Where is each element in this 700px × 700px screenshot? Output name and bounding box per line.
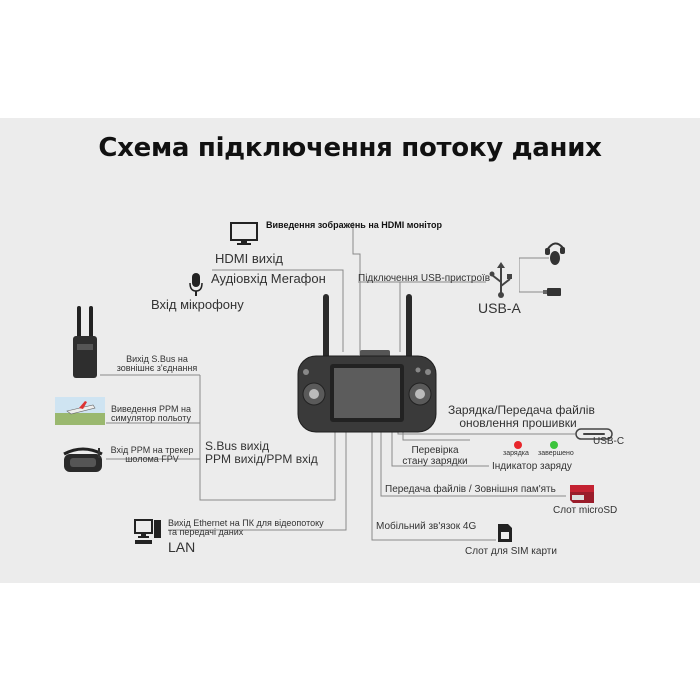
ppm-in-line2: шолома FPV: [125, 454, 179, 465]
sbus-out-label: Вихід S.Bus на зовнішнє з'єднання: [112, 354, 202, 374]
mic-in-label: Вхід мікрофону: [151, 297, 244, 312]
sbus-ports-line1: S.Bus вихід: [205, 439, 270, 453]
usb-peripherals: [519, 242, 565, 296]
ethernet-line2: та передачі даних: [168, 527, 244, 538]
remote-controller-icon: [297, 294, 437, 433]
hdmi-out-label: HDMI вихід: [215, 251, 283, 266]
flight-simulator-icon: [55, 397, 105, 425]
charge-line1: Зарядка/Передача файлів: [448, 403, 595, 417]
ppm-in-label: Вхід PPM на трекер шолома FPV: [104, 445, 200, 465]
audio-in-label: Аудіовхід Мегафон: [211, 271, 326, 286]
usb-devices-label: Підключення USB-пристроїв: [358, 273, 491, 284]
sbus-out-line2: зовнішнє з'єднання: [116, 363, 198, 374]
charge-line2: оновлення прошивки: [459, 415, 577, 430]
usb-c-port-icon: [575, 428, 613, 440]
charge-leds: [514, 441, 558, 449]
fpv-goggles-icon: [63, 447, 103, 472]
connector-lines: [100, 222, 575, 541]
usb-a-label: USB-A: [478, 300, 521, 316]
file-transfer-label: Передача файлів / Зовнішня пам'ять: [385, 484, 556, 495]
ppm-out-line1: Виведення PPM на: [110, 404, 192, 414]
mouse-icon: [550, 251, 560, 265]
radio-module-icon: [73, 306, 97, 378]
charged-led-icon: [550, 441, 558, 449]
sbus-ports-label: S.Bus вихід PPM вихід/PPM вхід: [205, 440, 318, 465]
ethernet-label: Вихід Ethernet на ПК для відеопотоку та …: [168, 518, 324, 538]
sim-slot-label: Слот для SIM карти: [465, 546, 557, 557]
charge-indicator-label: Індикатор заряду: [492, 461, 572, 472]
microsd-card-icon: [570, 485, 594, 503]
page-title: Схема підключення потоку даних: [98, 133, 602, 163]
sim-card-icon: [498, 524, 512, 542]
headset-icon: [545, 242, 565, 255]
mobile-4g-label: Мобільний зв'язок 4G: [376, 521, 477, 532]
computer-icon: [134, 519, 161, 544]
usb-c-label: USB-C: [593, 436, 625, 447]
check-line2: стану зарядки: [402, 455, 468, 467]
ppm-out-line2: симулятор польоту: [111, 413, 191, 424]
charge-check-label: Перевірка стану зарядки: [398, 445, 472, 467]
microsd-slot-label: Слот microSD: [553, 505, 618, 516]
ethernet-line1: Вихід Ethernet на ПК для відеопотоку: [168, 518, 324, 528]
charged-label: завершено: [538, 450, 574, 457]
charging-label: зарядка: [503, 450, 529, 457]
usb-stick-icon: [543, 288, 561, 296]
monitor-icon: [230, 222, 258, 245]
microphone-icon: [189, 273, 203, 296]
hdmi-display-label: Виведення зображень на HDMI монітор: [266, 220, 443, 230]
sbus-ports-line2: PPM вихід/PPM вхід: [205, 451, 318, 466]
diagram-panel: [0, 118, 700, 583]
usb-icon: [489, 262, 512, 298]
charging-led-icon: [514, 441, 522, 449]
ppm-in-line1: Вхід PPM на трекер: [110, 445, 194, 455]
ppm-out-label: Виведення PPM на симулятор польоту: [104, 404, 198, 424]
lan-label: LAN: [168, 539, 196, 555]
sbus-out-line1: Вихід S.Bus на: [126, 354, 188, 364]
check-line1: Перевірка: [411, 445, 459, 456]
charge-transfer-label: Зарядка/Передача файлів оновлення прошив…: [448, 403, 595, 430]
